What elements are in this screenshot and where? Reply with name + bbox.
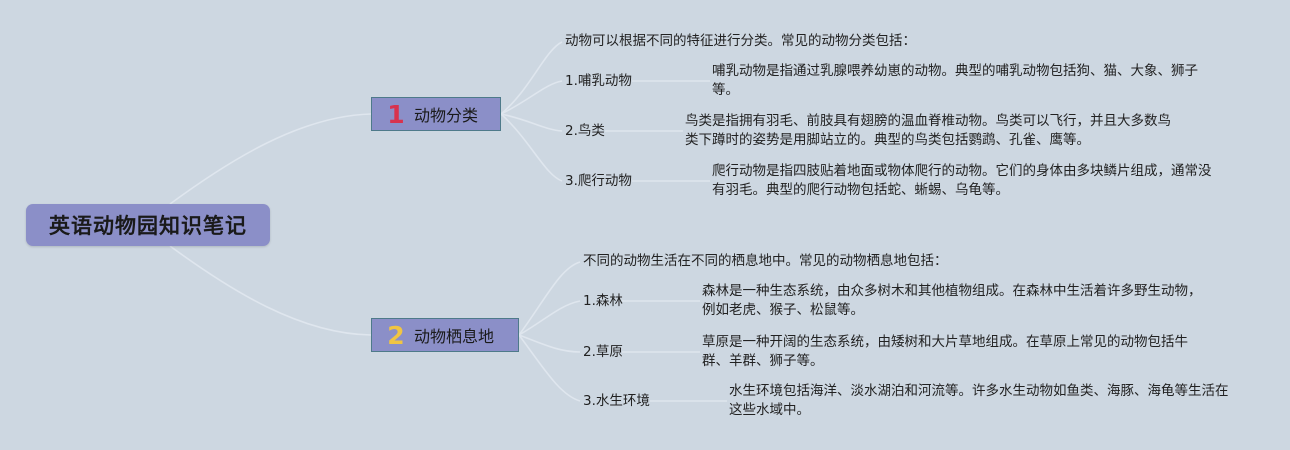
description-forest: 森林是一种生态系统，由众多树木和其他植物组成。在森林中生活着许多野生动物，例如老… — [702, 283, 1202, 318]
branch-label: 动物栖息地 — [414, 327, 495, 346]
intro-text: 动物可以根据不同的特征进行分类。常见的动物分类包括： — [565, 33, 916, 49]
description-aquatic: 水生环境包括海洋、淡水湖泊和河流等。许多水生动物如鱼类、海豚、海龟等生活在这些水… — [729, 383, 1229, 418]
topic-label-forest[interactable]: 1.森林 — [583, 293, 623, 309]
topic-label-reptiles[interactable]: 3.爬行动物 — [565, 173, 632, 189]
topic-label-grassland[interactable]: 2.草原 — [583, 344, 623, 360]
branch-label: 动物分类 — [414, 106, 479, 125]
description-birds: 鸟类是指拥有羽毛、前肢具有翅膀的温血脊椎动物。鸟类可以飞行，并且大多数鸟类下蹲时… — [685, 113, 1171, 148]
topic-label-mammals[interactable]: 1.哺乳动物 — [565, 73, 632, 89]
description-grassland: 草原是一种开阔的生态系统，由矮树和大片草地组成。在草原上常见的动物包括牛群、羊群… — [702, 334, 1188, 369]
branch-number-badge: 2 — [387, 320, 405, 350]
branch-animal-habitat[interactable]: 2 动物栖息地 — [371, 318, 519, 352]
root-topic[interactable]: 英语动物园知识笔记 — [26, 204, 270, 246]
topic-label-birds[interactable]: 2.鸟类 — [565, 123, 605, 139]
description-reptiles: 爬行动物是指四肢贴着地面或物体爬行的动物。它们的身体由多块鳞片组成，通常没有羽毛… — [712, 163, 1212, 198]
branch-animal-classification[interactable]: 1 动物分类 — [371, 97, 501, 131]
branch-number-badge: 1 — [387, 99, 405, 129]
intro-text: 不同的动物生活在不同的栖息地中。常见的动物栖息地包括： — [583, 253, 948, 269]
description-mammals: 哺乳动物是指通过乳腺喂养幼崽的动物。典型的哺乳动物包括狗、猫、大象、狮子等。 — [712, 63, 1198, 98]
topic-label-aquatic[interactable]: 3.水生环境 — [583, 393, 650, 409]
